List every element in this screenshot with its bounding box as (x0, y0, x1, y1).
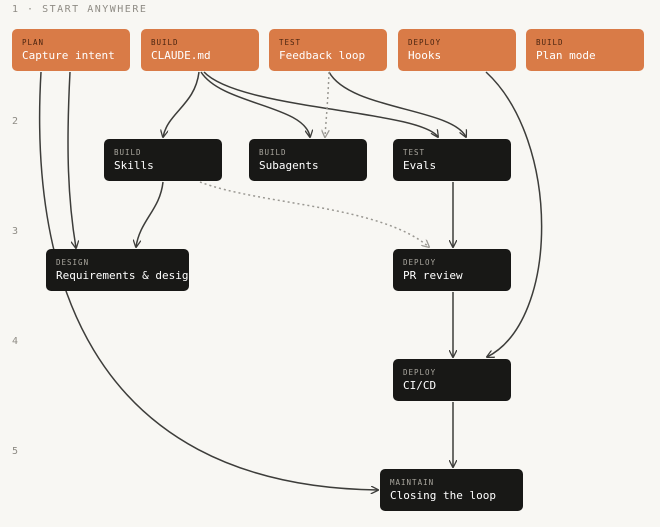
node-design-requirements[interactable]: DESIGN Requirements & design (46, 249, 189, 291)
node-category: DEPLOY (403, 368, 437, 377)
node-category: DESIGN (56, 258, 90, 267)
edge-feedback-loop-to-subagents-dotted (325, 71, 330, 137)
node-title: Subagents (259, 159, 319, 172)
node-build-skills[interactable]: BUILD Skills (104, 139, 222, 181)
edge-claude-md-to-subagents (200, 71, 310, 137)
node-category: PLAN (22, 38, 45, 47)
row-label-3: 3 (12, 226, 20, 237)
edge-capture-intent-to-closing-loop (38, 71, 378, 490)
node-category: TEST (279, 38, 302, 47)
row-label-5: 5 (12, 446, 20, 457)
node-test-evals[interactable]: TEST Evals (393, 139, 511, 181)
node-title: Capture intent (22, 49, 115, 62)
node-title: Closing the loop (390, 489, 496, 502)
edge-claude-md-to-evals (203, 71, 438, 137)
node-title: PR review (403, 269, 463, 282)
edge-feedback-loop-to-evals (328, 71, 466, 137)
node-title: Skills (114, 159, 154, 172)
edge-skills-to-pr-review-dotted (199, 181, 429, 247)
node-test-feedback-loop[interactable]: TEST Feedback loop (269, 29, 387, 71)
node-maintain-closing-loop[interactable]: MAINTAIN Closing the loop (380, 469, 523, 511)
node-category: BUILD (536, 38, 564, 47)
edge-capture-intent-to-requirements (67, 71, 76, 248)
node-title: Requirements & design (56, 269, 189, 282)
row-label-2: 2 (12, 116, 20, 127)
node-category: DEPLOY (408, 38, 442, 47)
node-category: MAINTAIN (390, 478, 435, 487)
edge-claude-md-to-skills (163, 71, 200, 137)
node-category: TEST (403, 148, 426, 157)
node-build-claude-md[interactable]: BUILD CLAUDE.md (141, 29, 259, 71)
node-build-subagents[interactable]: BUILD Subagents (249, 139, 367, 181)
row-label-4: 4 (12, 336, 20, 347)
start-anywhere-label: 1 · START ANYWHERE (12, 4, 148, 15)
node-category: BUILD (114, 148, 142, 157)
node-title: Plan mode (536, 49, 596, 62)
node-title: CLAUDE.md (151, 49, 211, 62)
node-deploy-pr-review[interactable]: DEPLOY PR review (393, 249, 511, 291)
node-build-plan-mode[interactable]: BUILD Plan mode (526, 29, 644, 71)
node-title: CI/CD (403, 379, 437, 392)
node-category: BUILD (151, 38, 179, 47)
edge-hooks-to-cicd (486, 71, 543, 357)
node-title: Feedback loop (279, 49, 366, 62)
node-category: DEPLOY (403, 258, 437, 267)
edge-skills-to-requirements (136, 181, 164, 247)
node-title: Hooks (408, 49, 442, 62)
node-title: Evals (403, 159, 437, 172)
node-deploy-cicd[interactable]: DEPLOY CI/CD (393, 359, 511, 401)
node-category: BUILD (259, 148, 287, 157)
node-deploy-hooks[interactable]: DEPLOY Hooks (398, 29, 516, 71)
node-plan-capture-intent[interactable]: PLAN Capture intent (12, 29, 130, 71)
